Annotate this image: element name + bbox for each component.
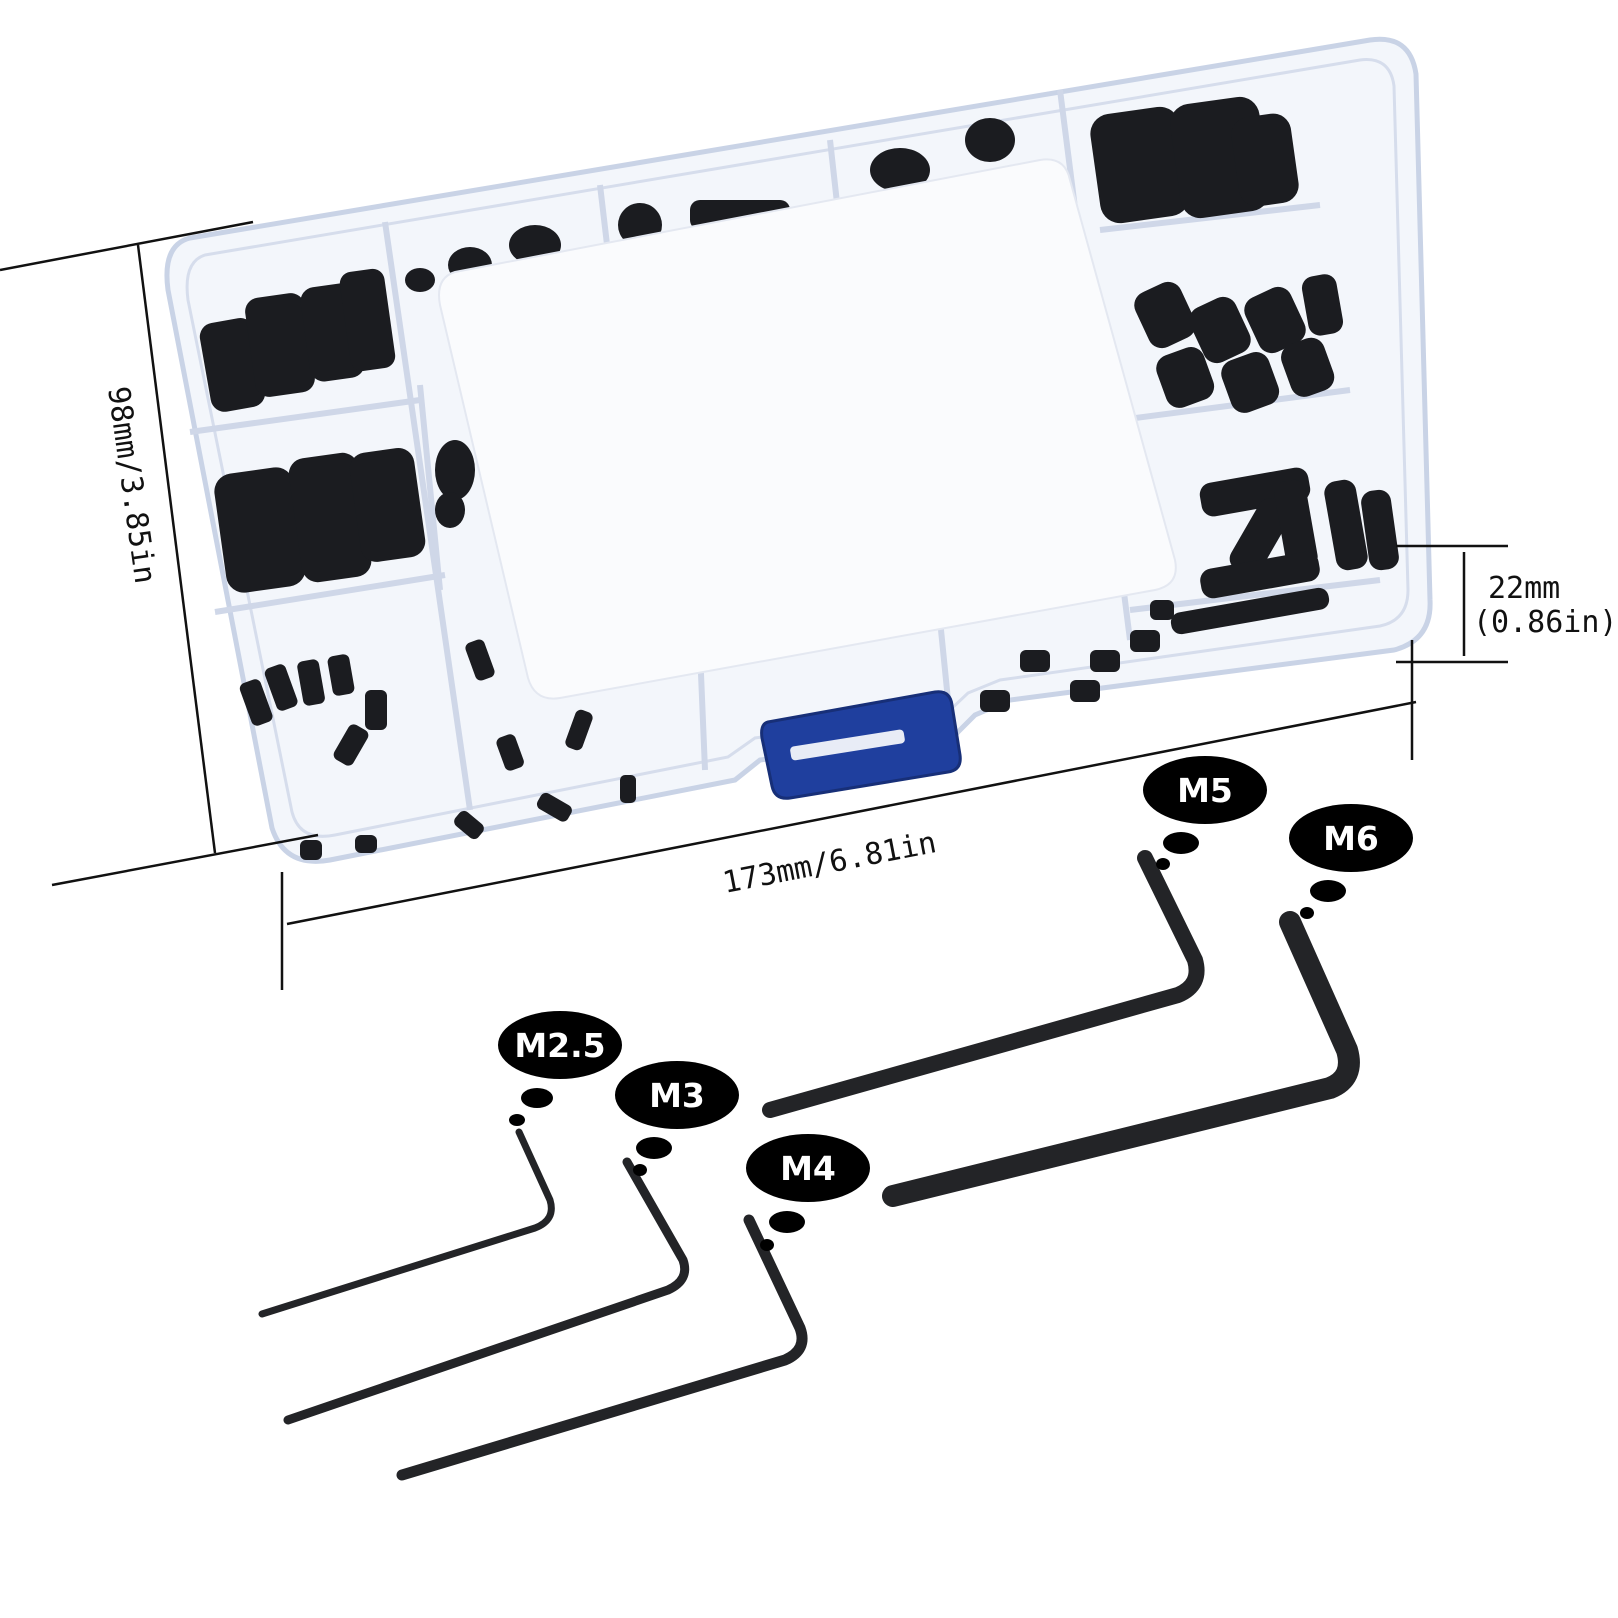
box-latch xyxy=(760,690,962,800)
height-dimension-label: 98mm/3.85in xyxy=(100,384,162,586)
hex-key-m4 xyxy=(396,1214,808,1481)
bubble-label-m6: M6 xyxy=(1323,819,1379,858)
box-label-sticker xyxy=(438,158,1177,700)
depth-dimension-mm: 22mm xyxy=(1488,571,1560,606)
hex-key-m2-5 xyxy=(258,1128,555,1318)
size-bubbles: M2.5 M3 M4 M5 M6 xyxy=(498,756,1413,1251)
hex-key-m5 xyxy=(762,850,1205,1118)
organizer-box xyxy=(164,36,1433,864)
bubble-label-m3: M3 xyxy=(649,1076,705,1115)
bubble-label-m2-5: M2.5 xyxy=(514,1026,605,1065)
bubble-m3: M3 xyxy=(615,1061,739,1176)
hex-key-m6 xyxy=(882,911,1360,1207)
set-screws xyxy=(199,96,1399,860)
length-dimension-label: 173mm/6.81in xyxy=(720,825,939,901)
dimension-lines xyxy=(0,220,1508,990)
box-inner-rim xyxy=(185,58,1410,838)
bubble-m2-5: M2.5 xyxy=(498,1011,622,1126)
bubble-label-m5: M5 xyxy=(1177,771,1233,810)
hex-key-m3 xyxy=(283,1157,690,1425)
bubble-label-m4: M4 xyxy=(780,1149,836,1188)
bubble-m6: M6 xyxy=(1289,804,1413,919)
depth-dimension-in: (0.86in) xyxy=(1473,605,1618,640)
bubble-m4: M4 xyxy=(746,1134,870,1251)
hex-key-wrenches xyxy=(258,850,1360,1481)
bubble-m5: M5 xyxy=(1143,756,1267,870)
